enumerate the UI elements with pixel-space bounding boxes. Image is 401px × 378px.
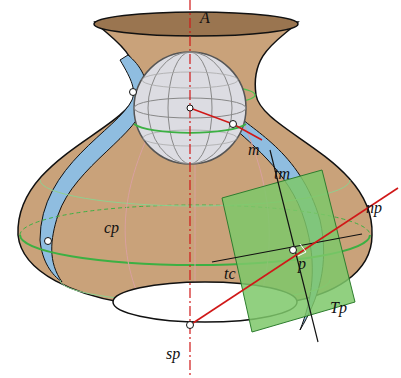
circle-label: cp <box>104 220 119 236</box>
point-label: sp <box>166 346 180 362</box>
normal-label: np <box>366 200 382 216</box>
point-label: p <box>298 256 306 272</box>
plane-label: Tp <box>330 300 347 316</box>
curve-label: m <box>248 142 260 158</box>
axis-label: A <box>200 10 210 26</box>
tangent-label: tm <box>274 166 290 182</box>
tangent-label: tc <box>224 266 236 282</box>
